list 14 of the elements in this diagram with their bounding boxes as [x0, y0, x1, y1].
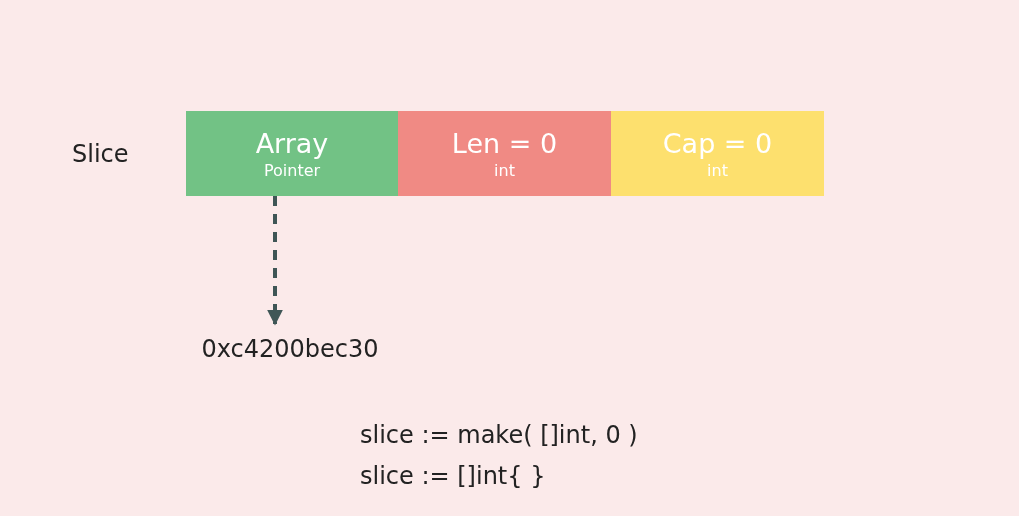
field-name: Cap = 0 [662, 126, 773, 161]
field-name: Len = 0 [451, 126, 558, 161]
field-type: Pointer [263, 160, 321, 181]
field-box [611, 111, 824, 196]
row-label: Slice [72, 139, 129, 169]
field-box [186, 111, 398, 196]
arrow [267, 196, 283, 326]
code-line: slice := []int{ } [360, 461, 546, 491]
field-type: int [494, 160, 515, 181]
field-box [398, 111, 611, 196]
address-text: 0xc4200bec30 [180, 332, 400, 366]
code-line: slice := make( []int, 0 ) [360, 420, 638, 450]
field-type: int [707, 160, 728, 181]
field-name: Array [255, 126, 329, 161]
